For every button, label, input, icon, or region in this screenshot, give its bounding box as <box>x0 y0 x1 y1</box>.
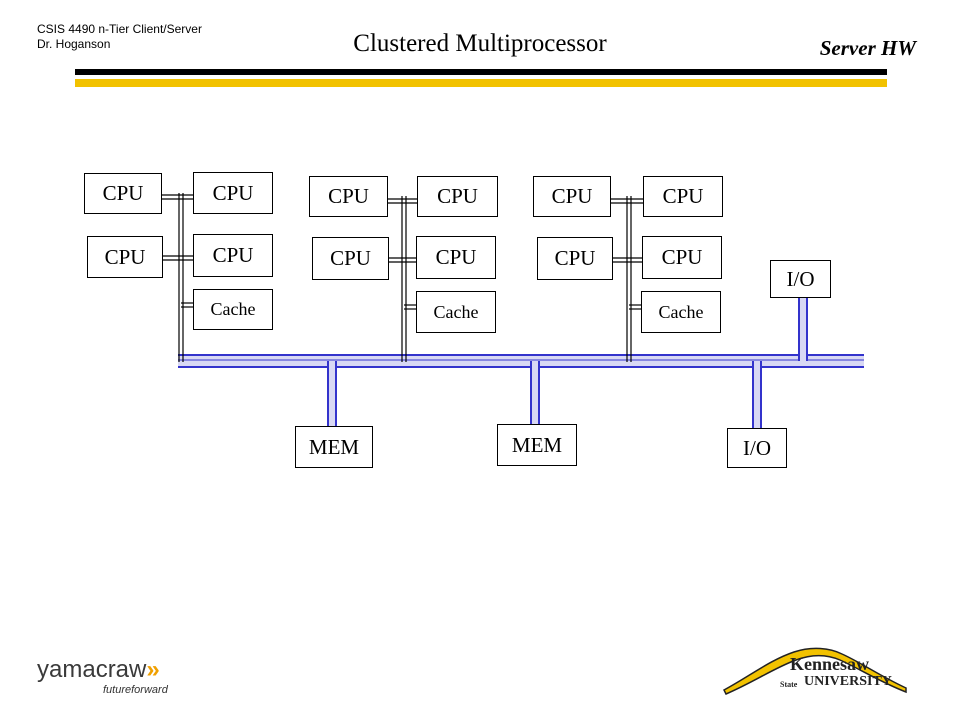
io-device-top: I/O <box>770 260 831 298</box>
cluster3-cpu4: CPU <box>642 236 722 279</box>
ksu-line2: UNIVERSITY <box>804 674 892 689</box>
header-rule-gold <box>75 79 887 87</box>
mem2-connector <box>530 361 540 424</box>
cluster1-cache: Cache <box>193 289 273 330</box>
cluster1-cpu1: CPU <box>84 173 162 214</box>
cluster3-cpu2: CPU <box>643 176 723 217</box>
author-name: Dr. Hoganson <box>37 37 111 51</box>
cluster2-cpu1: CPU <box>309 176 388 217</box>
yamacraw-logo: yamacraw» futureforward <box>37 656 168 696</box>
cluster2-cache: Cache <box>416 291 496 333</box>
io-bottom-connector <box>752 361 762 428</box>
cluster2-cpu4: CPU <box>416 236 496 279</box>
cluster1-cpu3: CPU <box>87 236 163 278</box>
ksu-hill-icon <box>723 647 907 695</box>
io-top-connector <box>798 298 808 361</box>
cluster2-local-bus <box>387 196 417 362</box>
cluster3-local-bus <box>611 196 643 362</box>
header-rule-black <box>75 69 887 75</box>
cluster2-cpu3: CPU <box>312 237 389 280</box>
cluster1-local-bus <box>162 193 193 362</box>
mem-module-1: MEM <box>295 426 373 468</box>
system-bus <box>178 354 864 368</box>
mem-module-2: MEM <box>497 424 577 466</box>
mem1-connector <box>327 361 337 426</box>
course-name: CSIS 4490 n-Tier Client/Server <box>37 22 202 36</box>
section-label: Server HW <box>819 36 916 60</box>
cluster2-cpu2: CPU <box>417 176 498 217</box>
page-title: Clustered Multiprocessor <box>353 30 607 57</box>
yamacraw-word: yamacraw <box>37 656 147 683</box>
ksu-state: State <box>780 680 798 689</box>
cluster3-cache: Cache <box>641 291 721 333</box>
io-device-bottom: I/O <box>727 428 787 468</box>
yamacraw-chevrons-icon: » <box>146 656 160 683</box>
ksu-line1: Kennesaw <box>790 654 870 674</box>
cluster3-cpu3: CPU <box>537 237 613 280</box>
cluster1-cpu4: CPU <box>193 234 273 277</box>
cluster3-cpu1: CPU <box>533 176 611 217</box>
yamacraw-tagline: futureforward <box>103 684 168 696</box>
kennesaw-state-logo: Kennesaw State UNIVERSITY <box>720 640 920 700</box>
cluster1-cpu2: CPU <box>193 172 273 214</box>
